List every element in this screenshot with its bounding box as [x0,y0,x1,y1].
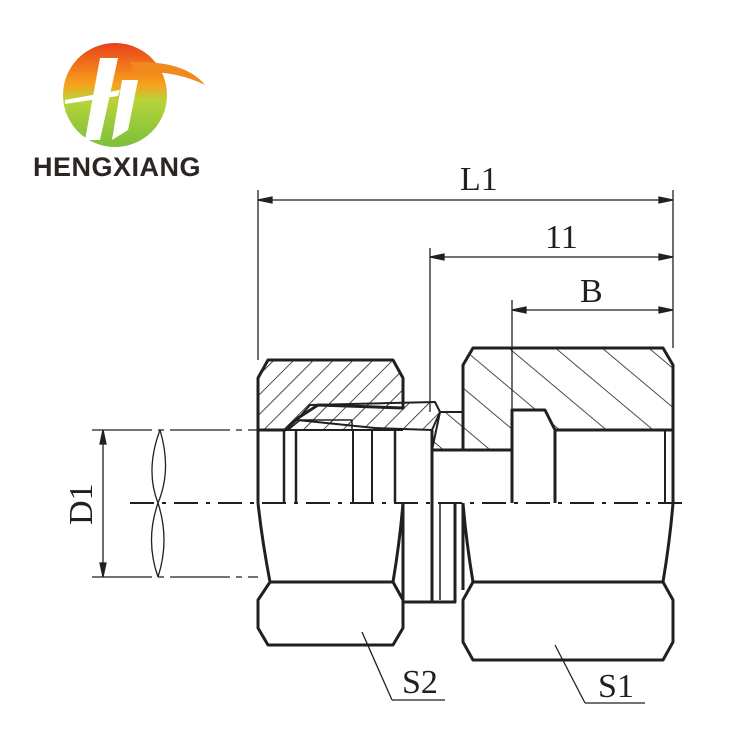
hex-nut-s2 [256,358,441,647]
dim-s1-label: S1 [598,668,634,705]
dim-d1-label: D1 [63,483,100,525]
hex-body-s1 [461,346,675,662]
dimension-lines [92,190,674,704]
brand-name: HENGXIANG [33,152,202,182]
dim-b-label: B [580,273,603,310]
dim-l1-label: L1 [460,161,498,198]
dim-11-label: 11 [545,219,578,256]
dim-s2-label: S2 [402,664,438,701]
body-neck [401,411,512,604]
company-logo [63,43,205,147]
